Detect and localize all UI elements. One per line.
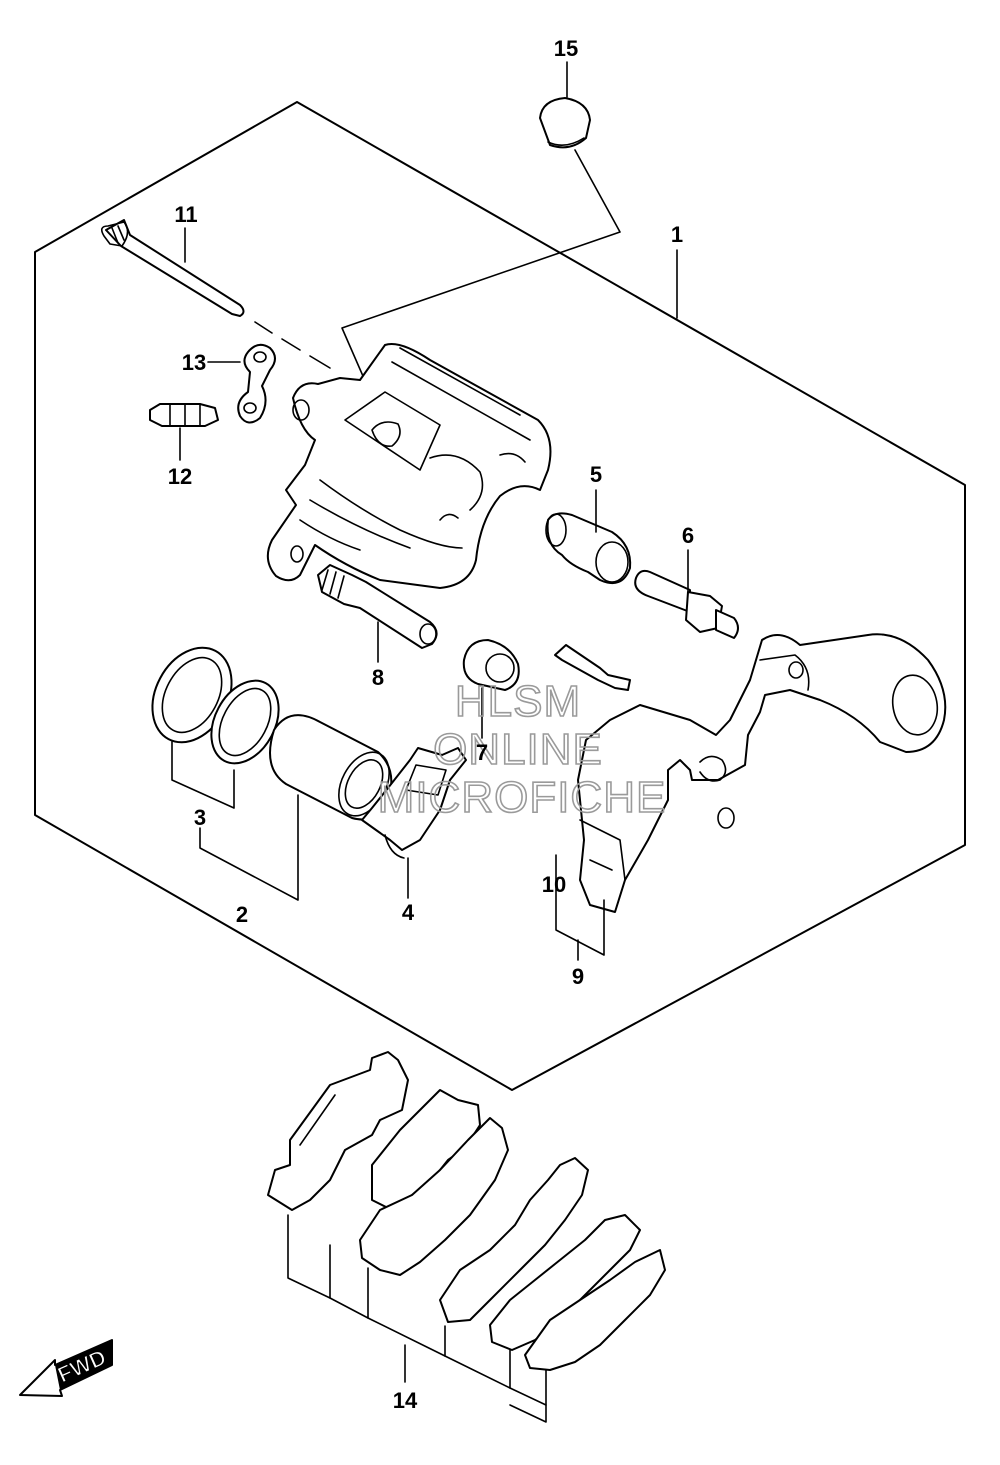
part-brake-pads [267,1051,666,1423]
callout-13: 13 [182,350,206,375]
callout-5: 5 [590,462,602,487]
watermark-line1: HLSM [455,677,581,726]
part-pin-bolt [634,549,739,639]
callout-7: 7 [476,740,488,765]
callout-3: 3 [194,805,206,830]
part-sleeve [545,489,632,584]
part-clip [554,644,631,691]
callout-2: 2 [236,902,248,927]
part-pin [317,564,438,663]
arrow-forward-icon: FWD [19,1339,113,1397]
callout-10: 10 [542,872,566,897]
callout-8: 8 [372,665,384,690]
part-washer-plate [207,343,276,424]
part-boot [462,639,520,739]
callout-9: 9 [572,964,584,989]
watermark-line2: ONLINE [433,725,603,774]
watermark-line3: MICROFICHE [378,773,667,822]
part-slide-pin [100,219,331,369]
fwd-label: FWD [54,1344,110,1387]
callout-12: 12 [168,464,192,489]
callout-15: 15 [554,36,578,61]
callout-1: 1 [671,222,683,247]
callout-4: 4 [402,900,415,925]
callout-6: 6 [682,523,694,548]
callout-14: 14 [393,1388,418,1413]
part-piston-seals [151,646,299,901]
part-bleeder-valve [149,403,219,461]
watermark: HLSM ONLINE MICROFICHE [377,676,667,823]
part-caliper-body [266,343,552,589]
callout-11: 11 [174,202,197,227]
part-caliper-bracket [555,633,947,961]
assembly-frame [34,101,966,1091]
part-pad-spring [361,747,467,899]
